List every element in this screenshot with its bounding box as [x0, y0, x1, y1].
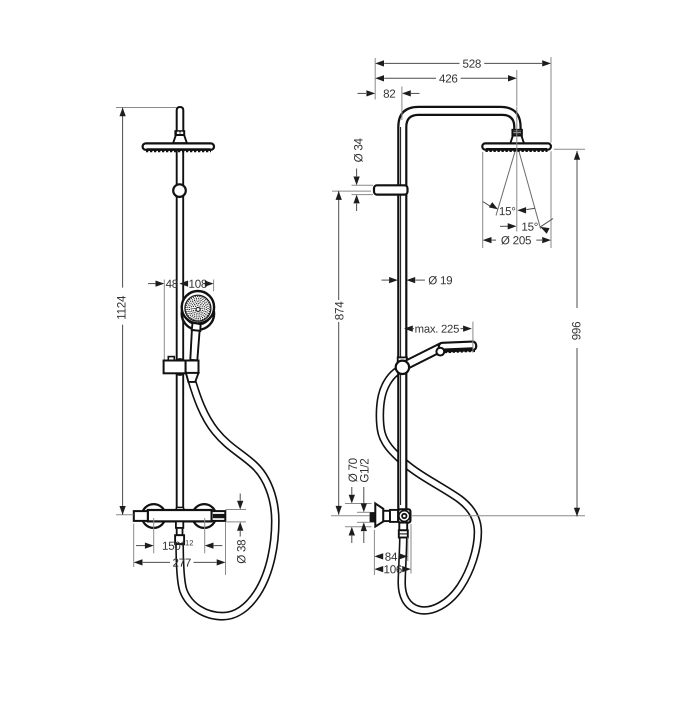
svg-text:Ø 38: Ø 38: [235, 540, 248, 564]
svg-text:Ø 19: Ø 19: [428, 274, 452, 287]
svg-text:426: 426: [439, 72, 458, 85]
svg-text:±12: ±12: [181, 538, 194, 547]
svg-text:996: 996: [571, 322, 584, 341]
svg-text:max. 225: max. 225: [415, 324, 459, 336]
svg-text:106: 106: [384, 563, 403, 576]
svg-text:277: 277: [173, 557, 192, 570]
svg-text:Ø 205: Ø 205: [501, 234, 531, 247]
svg-text:84: 84: [385, 551, 398, 564]
svg-text:G1/2: G1/2: [359, 459, 372, 483]
svg-text:15°: 15°: [499, 205, 516, 218]
svg-text:874: 874: [334, 301, 347, 320]
svg-text:15°: 15°: [521, 221, 538, 234]
svg-text:Ø 34: Ø 34: [353, 137, 366, 162]
svg-text:Ø 70: Ø 70: [347, 458, 360, 482]
svg-text:150: 150: [162, 540, 181, 553]
svg-text:1124: 1124: [116, 295, 129, 320]
svg-text:82: 82: [383, 88, 395, 101]
svg-text:528: 528: [463, 58, 482, 71]
svg-text:48: 48: [166, 278, 178, 291]
svg-text:108: 108: [189, 278, 208, 291]
